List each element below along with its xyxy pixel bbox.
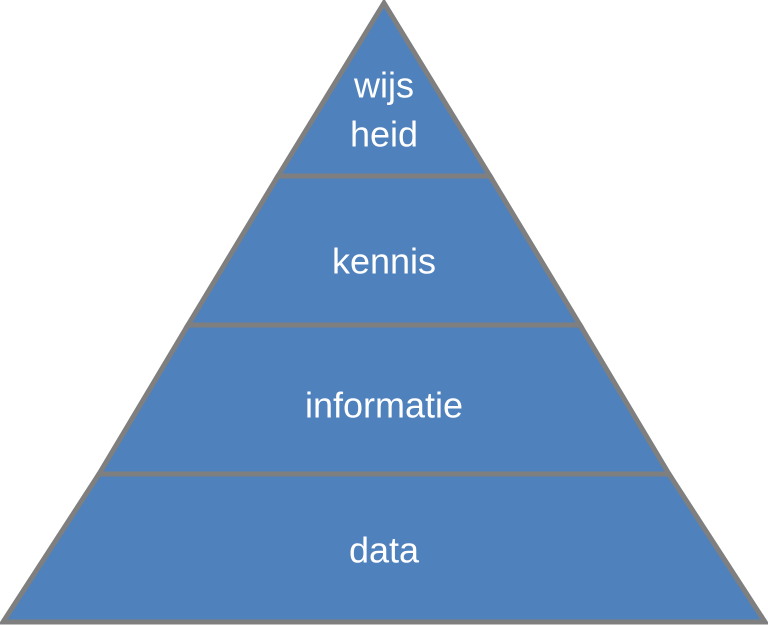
tier-label-knowledge: kennis [332,241,436,282]
tier-label-information: informatie [305,385,463,426]
tier-label-data: data [349,530,420,571]
pyramid-tier-bottom [0,471,768,625]
tier-label-wisdom-line1: wijs [353,65,414,106]
tier-label-wisdom-line2: heid [350,114,418,155]
